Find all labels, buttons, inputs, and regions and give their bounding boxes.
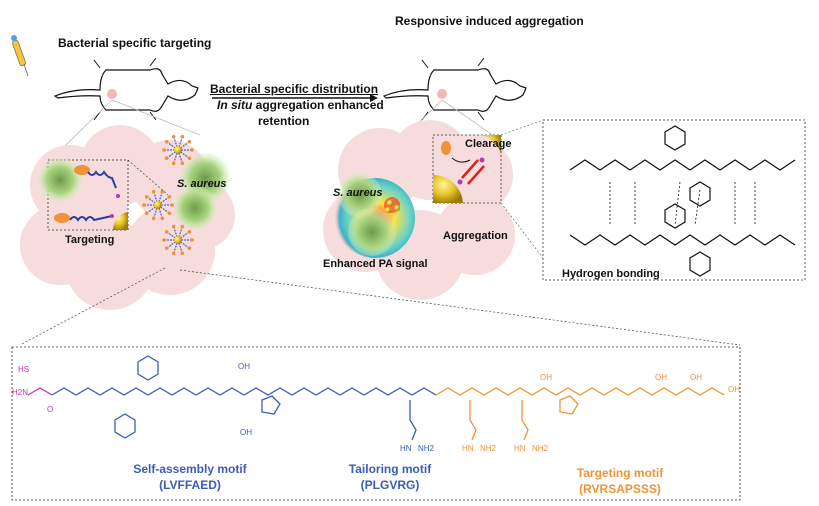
motif-name: Tailoring motif xyxy=(348,462,432,476)
hydrogen-bonding-label: Hydrogen bonding xyxy=(562,268,660,280)
s-aureus-bacteria-left xyxy=(173,153,230,230)
motif-sequence: (PLGVRG) xyxy=(360,478,420,492)
mouse-right-icon xyxy=(382,57,527,121)
amine-label: H2N xyxy=(12,388,28,397)
motif-sequence: (RVRSAPSSS) xyxy=(579,482,661,496)
guanidine-hn-label: HN xyxy=(400,444,412,453)
s-aureus-label-left: S. aureus xyxy=(177,178,227,190)
left-stage-title: Bacterial specific targeting xyxy=(58,36,212,50)
nanoparticle xyxy=(162,224,194,256)
nanoparticles xyxy=(142,134,194,256)
motif-name: Targeting motif xyxy=(576,466,664,480)
s-aureus-label-middle: S. aureus xyxy=(333,187,383,199)
cleavage-inset xyxy=(432,134,502,204)
arrow-label-line3: retention xyxy=(258,114,310,128)
targeting-label: Targeting xyxy=(65,234,115,246)
syringe-icon xyxy=(11,35,29,77)
serine-oh-label: OH xyxy=(655,373,667,382)
peptide-atom-labels: HS H2N O OH OH HN NH2 HN NH2 HN NH2 OH O… xyxy=(12,362,740,453)
tailoring-motif-label: Tailoring motif (PLGVRG) xyxy=(320,461,460,493)
in-situ-italic: In situ xyxy=(217,98,253,112)
nanoparticle xyxy=(142,189,174,221)
targeting-inset xyxy=(38,158,129,231)
glu-oh-label: OH xyxy=(238,362,250,371)
motif-sequence: (LVFFAED) xyxy=(159,478,221,492)
enhanced-pa-signal-label: Enhanced PA signal xyxy=(323,258,428,270)
thiol-label: HS xyxy=(18,365,29,374)
right-stage-title: Responsive induced aggregation xyxy=(395,14,584,28)
targeting-motif-label: Targeting motif (RVRSAPSSS) xyxy=(545,465,695,497)
asp-oh-label: OH xyxy=(240,428,252,437)
aggregation-label: Aggregation xyxy=(443,230,508,242)
arrow-label-line2-rest: aggregation enhanced xyxy=(252,98,384,112)
cleavage-label: Clearage xyxy=(465,138,512,150)
arrow-label-line1: Bacterial specific distribution xyxy=(210,82,379,96)
serine-oh-label: OH xyxy=(540,373,552,382)
hydrogen-bonding-panel xyxy=(542,119,806,281)
self-assembly-motif-label: Self-assembly motif (LVFFAED) xyxy=(105,461,275,493)
peptide-backbone xyxy=(27,355,725,441)
process-arrow xyxy=(212,94,378,102)
guanidine-hn-label: HN xyxy=(462,444,474,453)
carbonyl-label: O xyxy=(47,405,53,414)
mouse-left-icon xyxy=(53,57,199,121)
guanidine-nh2-label: NH2 xyxy=(480,444,497,453)
guanidine-nh2-label: NH2 xyxy=(532,444,549,453)
beta-sheet-structure xyxy=(569,125,796,277)
guanidine-hn-label: HN xyxy=(514,444,526,453)
motif-name: Self-assembly motif xyxy=(133,462,247,476)
serine-oh-label: OH xyxy=(690,373,702,382)
nanoparticle xyxy=(162,134,194,166)
pa-signal-region xyxy=(335,173,415,258)
arrow-label-line2: In situ aggregation enhanced xyxy=(217,98,384,112)
guanidine-nh2-label: NH2 xyxy=(418,444,435,453)
peptide-structure-panel xyxy=(11,346,741,501)
terminal-oh-label: OH xyxy=(728,385,740,394)
